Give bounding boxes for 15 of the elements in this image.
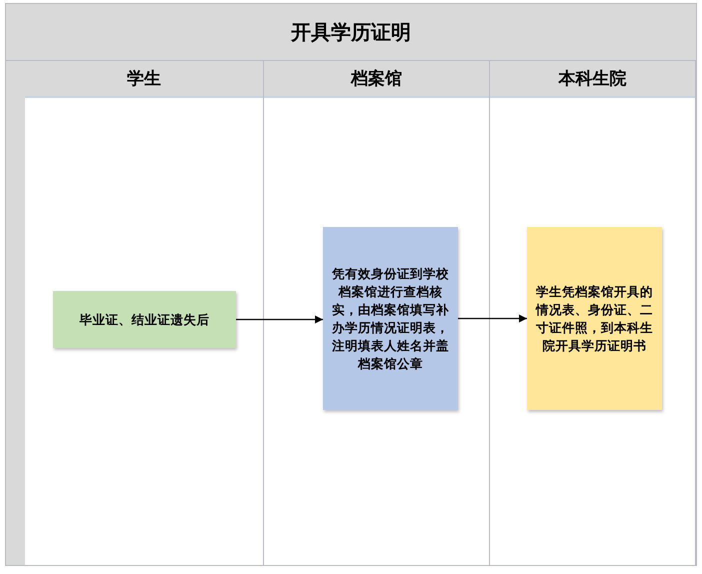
lane-header: 档案馆 [264,61,489,98]
lane-header: 本科生院 [490,61,695,98]
swimlane [25,61,264,565]
process-text: 毕业证、结业证遗失后 [80,310,210,328]
process-box [527,227,662,410]
swimlane [490,61,696,565]
process-text: 学生凭档案馆开具的情况表、身份证、二寸证件照，到本科生院开具学历证明书 [534,282,654,354]
process-box [53,291,236,348]
arrow [236,316,323,324]
process-box [323,227,458,410]
swimlane [264,61,490,565]
diagram-title: 开具学历证明 [291,18,411,46]
arrow [458,314,527,322]
lane-header: 学生 [25,61,263,98]
process-text: 凭有效身份证到学校档案馆进行查档核实，由档案馆填写补办学历情况证明表，注明填表人姓名并盖档案馆公章 [330,264,450,372]
